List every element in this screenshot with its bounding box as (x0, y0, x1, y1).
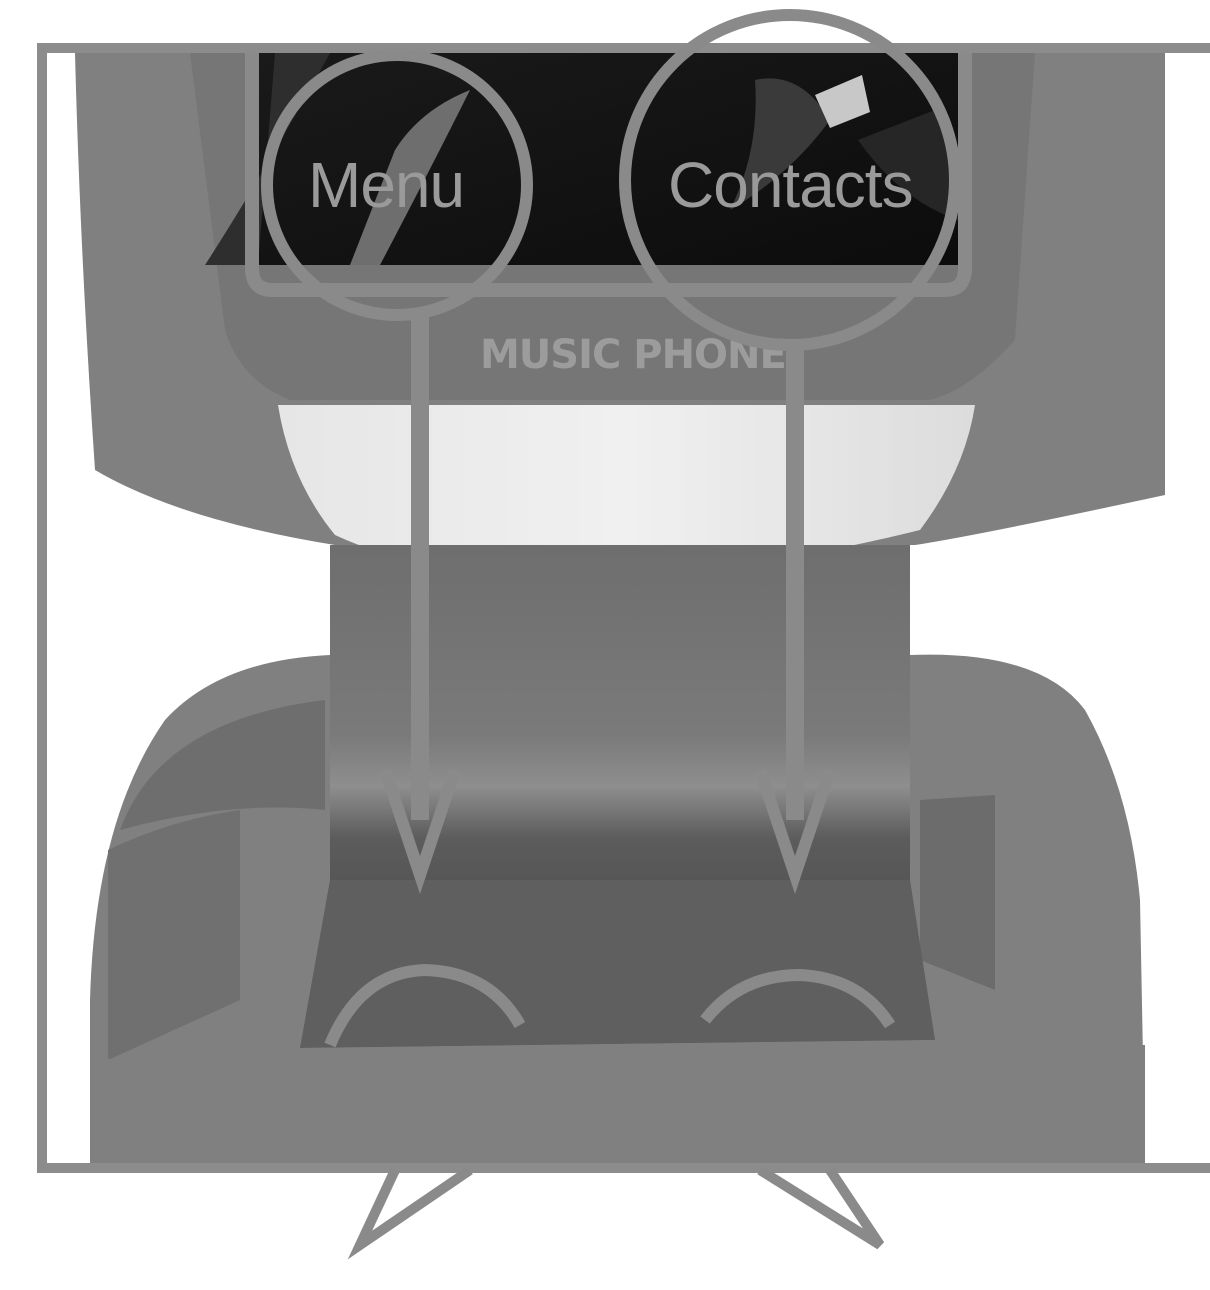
softkey-label-right: Contacts (668, 149, 913, 221)
softkey-label-left: Menu (308, 149, 464, 221)
